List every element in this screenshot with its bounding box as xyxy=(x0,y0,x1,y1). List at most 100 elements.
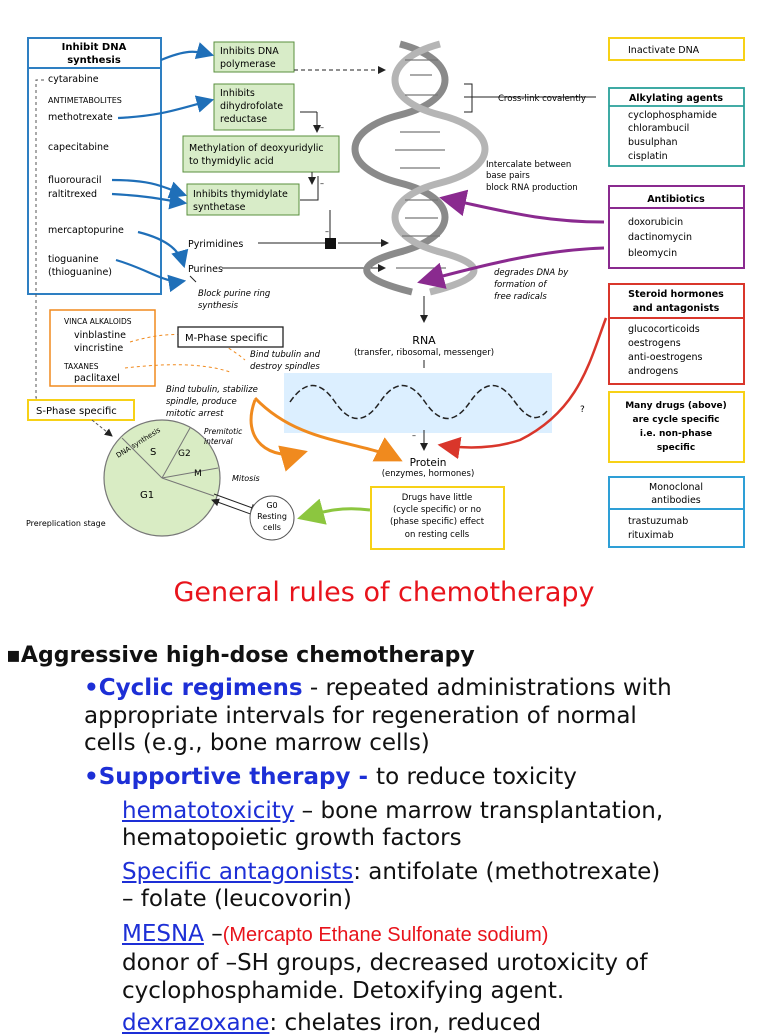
svg-text:destroy spindles: destroy spindles xyxy=(250,362,320,372)
svg-text:free radicals: free radicals xyxy=(494,292,547,302)
class-antimetabolites: ANTIMETABOLITES xyxy=(48,96,122,105)
antagonists-line2: – folate (leucovorin) xyxy=(122,886,352,912)
drug-tioguanine: tioguanine xyxy=(48,254,99,265)
svg-text:G0: G0 xyxy=(266,501,277,510)
svg-text:trastuzumab: trastuzumab xyxy=(628,516,688,527)
svg-text:on resting cells: on resting cells xyxy=(405,530,470,540)
svg-text:synthetase: synthetase xyxy=(193,202,246,213)
mesna-line3: cyclophosphamide. Detoxifying agent. xyxy=(122,978,565,1004)
drug-methotrexate: methotrexate xyxy=(48,112,113,123)
svg-text:block RNA production: block RNA production xyxy=(486,183,578,193)
svg-text:Inactivate DNA: Inactivate DNA xyxy=(628,45,700,56)
bullet-main: ▪Aggressive high-dose chemotherapy xyxy=(6,643,475,668)
drug-cytarabine: cytarabine xyxy=(48,74,99,85)
svg-text:interval: interval xyxy=(204,437,234,446)
specific-antagonists-link[interactable]: Specific antagonists xyxy=(122,859,354,885)
bullet-supportive: •Supportive therapy - to reduce toxicity xyxy=(84,764,577,790)
hemato-line: hematotoxicity – bone marrow transplanta… xyxy=(122,798,664,824)
steroid-box: Steroid hormones and antagonists glucoco… xyxy=(608,283,745,385)
drug-raltitrexed: raltitrexed xyxy=(48,189,97,200)
drug-capecitabine: capecitabine xyxy=(48,142,109,153)
svg-text:Inhibits DNA: Inhibits DNA xyxy=(220,46,279,57)
mechanism-box-methylation: Methylation of deoxyuridylic to thymidyl… xyxy=(182,135,340,173)
svg-text:oestrogens: oestrogens xyxy=(628,338,681,349)
svg-text:M: M xyxy=(194,469,202,479)
label-rna-sub: (transfer, ribosomal, messenger) xyxy=(354,348,494,358)
svg-text:cisplatin: cisplatin xyxy=(628,151,668,162)
svg-text:base pairs: base pairs xyxy=(486,171,530,181)
svg-text:G2: G2 xyxy=(178,449,191,459)
slide-title: General rules of chemotherapy xyxy=(173,577,595,608)
label-pyrimidines: Pyrimidines xyxy=(188,239,243,250)
svg-text:i.e. non-phase: i.e. non-phase xyxy=(640,429,712,439)
svg-text:and antagonists: and antagonists xyxy=(633,303,720,314)
svg-text:cyclophosphamide: cyclophosphamide xyxy=(628,110,717,121)
antimetabolite-arrows xyxy=(111,42,215,293)
label-prereplication: Prereplication stage xyxy=(26,519,106,528)
svg-text:vinblastine: vinblastine xyxy=(74,330,126,341)
svg-text:synthesis: synthesis xyxy=(198,301,239,311)
vinca-taxane-box: VINCA ALKALOIDS vinblastine vincristine … xyxy=(49,309,156,387)
bullet-cyclic: •Cyclic regimens - repeated administrati… xyxy=(84,675,672,701)
svg-text:Steroid hormones: Steroid hormones xyxy=(628,289,724,300)
mechanism-box-thymidylate: Inhibits thymidylate synthetase xyxy=(186,183,300,216)
mechanism-box-dhfr: Inhibits dihydrofolate reductase xyxy=(213,83,295,131)
mesna-link[interactable]: MESNA xyxy=(122,921,204,947)
svg-text:bleomycin: bleomycin xyxy=(628,248,677,259)
svg-text:–: – xyxy=(325,227,329,236)
s-phase-link xyxy=(35,79,44,399)
label-block-purine: Block purine ring xyxy=(198,289,271,299)
antibiotics-box: Antibiotics doxorubicin dactinomycin ble… xyxy=(608,185,745,269)
svg-text:G1: G1 xyxy=(140,490,154,501)
svg-text:busulphan: busulphan xyxy=(628,137,678,148)
svg-text:paclitaxel: paclitaxel xyxy=(74,373,120,384)
svg-text:Antibiotics: Antibiotics xyxy=(647,194,705,205)
pathway-lines xyxy=(189,66,596,368)
question-mark: ? xyxy=(580,405,585,415)
svg-text:anti-oestrogens: anti-oestrogens xyxy=(628,352,703,363)
svg-text:M-Phase specific: M-Phase specific xyxy=(185,333,268,344)
svg-text:Inhibits thymidylate: Inhibits thymidylate xyxy=(193,189,288,200)
label-bind-tubulin-2: Bind tubulin, stabilize xyxy=(166,385,258,395)
box-title-line1: Inhibit DNA xyxy=(62,42,127,53)
m-phase-box: M-Phase specific xyxy=(177,326,284,348)
antagonists-line: Specific antagonists: antifolate (methot… xyxy=(122,859,661,885)
svg-text:to thymidylic acid: to thymidylic acid xyxy=(189,156,274,167)
svg-text:are cycle specific: are cycle specific xyxy=(633,415,720,425)
svg-text:glucocorticoids: glucocorticoids xyxy=(628,324,700,335)
hemato-line2: hematopoietic growth factors xyxy=(122,825,462,851)
rna-panel xyxy=(284,373,552,433)
cyclic-line3: cells (e.g., bone marrow cells) xyxy=(84,730,430,756)
label-protein-sub: (enzymes, hormones) xyxy=(382,469,475,479)
drug-thioguanine: (thioguanine) xyxy=(48,267,112,278)
svg-text:Monoclonal: Monoclonal xyxy=(649,482,703,493)
svg-text:mitotic arrest: mitotic arrest xyxy=(166,409,224,419)
label-cross-link: Cross-link covalently xyxy=(498,94,586,104)
hematotoxicity-link[interactable]: hematotoxicity xyxy=(122,798,295,824)
dexrazoxane-link[interactable]: dexrazoxane xyxy=(122,1010,270,1036)
svg-text:chlorambucil: chlorambucil xyxy=(628,123,689,134)
steroid-arrows xyxy=(437,317,608,460)
svg-text:antibodies: antibodies xyxy=(651,495,701,506)
many-drugs-box: Many drugs (above) are cycle specific i.… xyxy=(608,391,745,463)
cyclic-line2: appropriate intervals for regeneration o… xyxy=(84,703,637,729)
svg-text:dactinomycin: dactinomycin xyxy=(628,232,692,243)
antibiotic-arrows xyxy=(417,189,605,289)
svg-text:–: – xyxy=(412,431,416,440)
svg-text:polymerase: polymerase xyxy=(220,59,276,70)
svg-text:–: – xyxy=(320,123,324,132)
svg-text:dihydrofolate: dihydrofolate xyxy=(220,101,283,112)
svg-text:specific: specific xyxy=(657,443,695,453)
label-bind-tubulin-1: Bind tubulin and xyxy=(250,350,321,360)
inactivate-dna-box: Inactivate DNA xyxy=(608,37,745,61)
svg-text:Inhibits: Inhibits xyxy=(220,88,255,99)
svg-text:Resting: Resting xyxy=(257,512,287,521)
svg-text:doxorubicin: doxorubicin xyxy=(628,217,683,228)
label-rna: RNA xyxy=(412,334,436,347)
drug-fluorouracil: fluorouracil xyxy=(48,175,102,186)
svg-text:androgens: androgens xyxy=(628,366,678,377)
monoclonal-box: Monoclonal antibodies trastuzumab rituxi… xyxy=(608,476,745,548)
label-degrades: degrades DNA by xyxy=(494,268,569,278)
svg-text:Many drugs (above): Many drugs (above) xyxy=(625,401,727,411)
resting-note-box: Drugs have little (cycle specific) or no… xyxy=(370,486,505,550)
